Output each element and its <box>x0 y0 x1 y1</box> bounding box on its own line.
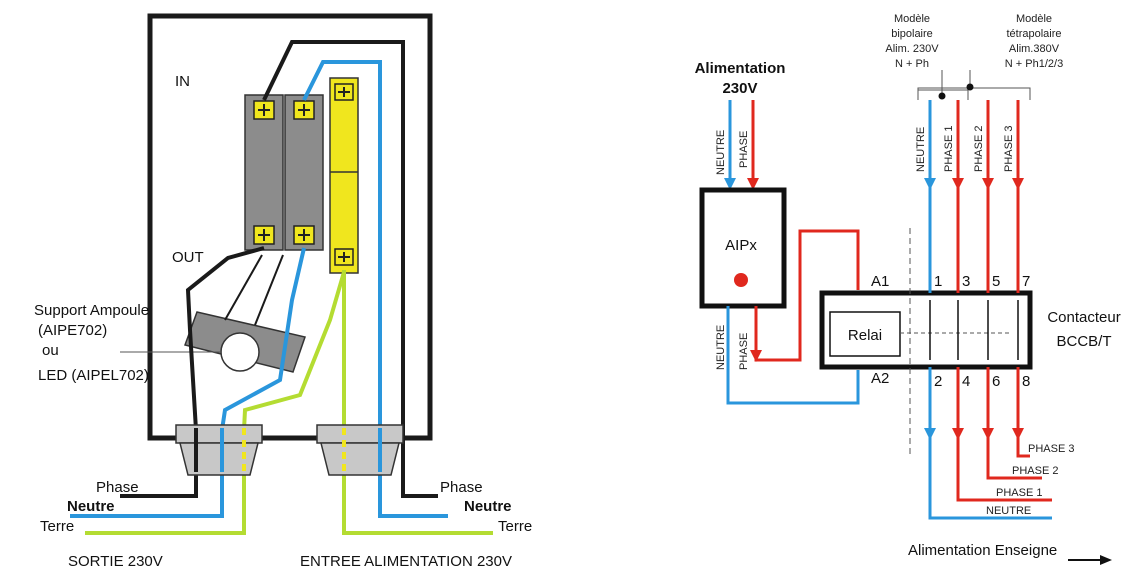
alim-title-2: 230V <box>722 80 757 97</box>
terminal-5: 5 <box>992 273 1000 290</box>
label-out: OUT <box>172 249 204 266</box>
cable-gland-right <box>316 424 404 476</box>
left-wiring-diagram: IN OUT Support Ampoule (AIPE702) ou LED … <box>34 13 532 566</box>
svg-text:Alim. 230V: Alim. 230V <box>885 43 939 55</box>
aipx-box <box>699 187 787 309</box>
alim-title-1: Alimentation <box>695 60 786 77</box>
svg-text:Modèle: Modèle <box>1016 13 1052 25</box>
top-phase: PHASE <box>738 131 750 168</box>
contacteur-label-2: BCCB/T <box>1056 333 1111 350</box>
svg-text:LED (AIPEL702): LED (AIPEL702) <box>38 367 149 384</box>
top-neutre: NEUTRE <box>715 130 727 175</box>
aipx-out-neutre: NEUTRE <box>715 325 727 370</box>
aipx-out-phase: PHASE <box>738 333 750 370</box>
aipx-label: AIPx <box>725 237 757 254</box>
terminal-6: 6 <box>992 373 1000 390</box>
svg-text:(AIPE702): (AIPE702) <box>38 322 107 339</box>
left-terre-label: Terre <box>40 518 74 535</box>
svg-text:N + Ph1/2/3: N + Ph1/2/3 <box>1005 58 1063 70</box>
right-phase-label: Phase <box>440 479 483 496</box>
enclosure-box <box>147 13 433 441</box>
right-wiring-diagram: Alimentation 230V Modèle bipolaire Alim.… <box>695 13 1121 565</box>
terminal-4: 4 <box>962 373 970 390</box>
svg-text:N + Ph: N + Ph <box>895 58 929 70</box>
terminal-7: 7 <box>1022 273 1030 290</box>
entree-label: ENTREE ALIMENTATION 230V <box>300 553 512 566</box>
a2-label: A2 <box>871 370 889 387</box>
out-phase-2: PHASE 2 <box>1012 465 1058 477</box>
terminal-8: 8 <box>1022 373 1030 390</box>
left-neutre-label: Neutre <box>67 498 115 515</box>
svg-text:ou: ou <box>42 342 59 359</box>
relai-label: Relai <box>848 327 882 344</box>
svg-text:Alim.380V: Alim.380V <box>1009 43 1060 55</box>
alimentation-enseigne-label: Alimentation Enseigne <box>908 542 1057 559</box>
bipolaire-label: Modèle bipolaire Alim. 230V N + Ph <box>885 13 939 70</box>
left-phase-label: Phase <box>96 479 139 496</box>
top-phase-2: PHASE 2 <box>973 126 985 172</box>
contacteur-label-1: Contacteur <box>1047 309 1120 326</box>
svg-text:tétrapolaire: tétrapolaire <box>1006 28 1061 40</box>
out-phase-1: PHASE 1 <box>996 487 1042 499</box>
right-terre-label: Terre <box>498 518 532 535</box>
top-neutre-2: NEUTRE <box>915 127 927 172</box>
svg-text:Support Ampoule: Support Ampoule <box>34 302 149 319</box>
terminal-1: 1 <box>934 273 942 290</box>
sortie-label: SORTIE 230V <box>68 553 163 566</box>
a1-label: A1 <box>871 273 889 290</box>
aipx-led-icon <box>734 273 748 287</box>
cable-gland-left <box>175 424 263 476</box>
arrow-right-icon <box>1100 555 1112 565</box>
terminal-3: 3 <box>962 273 970 290</box>
svg-text:bipolaire: bipolaire <box>891 28 933 40</box>
label-in: IN <box>175 73 190 90</box>
right-neutre-label: Neutre <box>464 498 512 515</box>
out-phase-3: PHASE 3 <box>1028 443 1074 455</box>
tetrapolaire-label: Modèle tétrapolaire Alim.380V N + Ph1/2/… <box>1005 13 1063 70</box>
support-label: Support Ampoule (AIPE702) ou LED (AIPEL7… <box>34 302 149 384</box>
terminal-block-earth <box>329 77 359 274</box>
relai-box <box>829 311 901 357</box>
out-neutre: NEUTRE <box>986 505 1031 517</box>
svg-text:Modèle: Modèle <box>894 13 930 25</box>
top-phase-3: PHASE 3 <box>1003 126 1015 172</box>
terminal-2: 2 <box>934 373 942 390</box>
top-phase-1: PHASE 1 <box>943 126 955 172</box>
